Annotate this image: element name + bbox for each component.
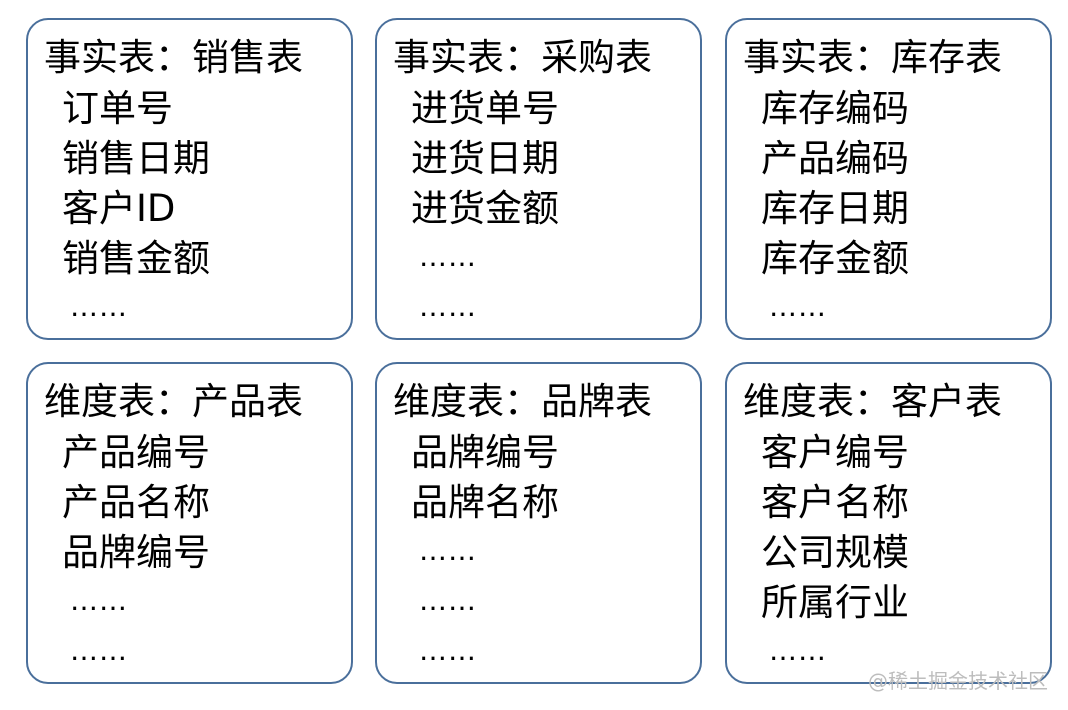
field-item: 进货金额 [411,187,559,230]
field-item: 客户编号 [761,431,909,474]
field-list: 客户编号客户名称公司规模所属行业 …… [761,428,909,678]
field-item: 销售日期 [62,137,210,180]
field-list: 产品编号产品名称品牌编号 …… …… [62,428,210,678]
table-title: 维度表：产品表 [44,380,303,423]
field-item: 客户ID [62,187,176,230]
field-item: 品牌编号 [411,431,559,474]
table-box: 维度表：品牌表品牌编号品牌名称 …… …… …… [375,362,702,684]
field-list: 订单号销售日期客户ID 销售金额 …… [62,84,210,334]
table-box: 事实表：库存表库存编码产品编码库存日期库存金额 …… [725,18,1052,340]
ellipsis-field: …… [769,634,827,667]
field-item: 库存编码 [761,87,909,130]
field-item: 品牌编号 [62,531,210,574]
field-item: 销售金额 [62,237,210,280]
table-title: 维度表：品牌表 [393,380,652,423]
field-item: 订单号 [62,87,173,130]
ellipsis-field: …… [419,240,477,273]
ellipsis-field: …… [70,584,128,617]
table-box: 维度表：客户表客户编号客户名称公司规模所属行业 …… [725,362,1052,684]
table-box: 事实表：采购表进货单号进货日期进货金额 …… …… [375,18,702,340]
field-item: 产品编号 [62,431,210,474]
table-box: 事实表：销售表订单号销售日期客户ID 销售金额 …… [26,18,353,340]
ellipsis-field: …… [419,634,477,667]
table-title: 事实表：库存表 [743,36,1002,79]
table-title: 维度表：客户表 [743,380,1002,423]
field-item: 品牌名称 [411,481,559,524]
field-item: 进货日期 [411,137,559,180]
field-item: 库存日期 [761,187,909,230]
field-item: 库存金额 [761,237,909,280]
field-list: 品牌编号品牌名称 …… …… …… [411,428,559,678]
table-title: 事实表：采购表 [393,36,652,79]
ellipsis-field: …… [70,634,128,667]
field-item: 公司规模 [761,531,909,574]
field-item: 进货单号 [411,87,559,130]
table-box: 维度表：产品表产品编号产品名称品牌编号 …… …… [26,362,353,684]
field-list: 库存编码产品编码库存日期库存金额 …… [761,84,909,334]
ellipsis-field: …… [419,584,477,617]
field-list: 进货单号进货日期进货金额 …… …… [411,84,559,334]
ellipsis-field: …… [769,290,827,323]
field-item: 所属行业 [761,581,909,624]
ellipsis-field: …… [419,534,477,567]
watermark: @稀土掘金技术社区 [868,669,1048,693]
ellipsis-field: …… [70,290,128,323]
ellipsis-field: …… [419,290,477,323]
table-title: 事实表：销售表 [44,36,303,79]
field-item: 产品编码 [761,137,909,180]
field-item: 产品名称 [62,481,210,524]
field-item: 客户名称 [761,481,909,524]
